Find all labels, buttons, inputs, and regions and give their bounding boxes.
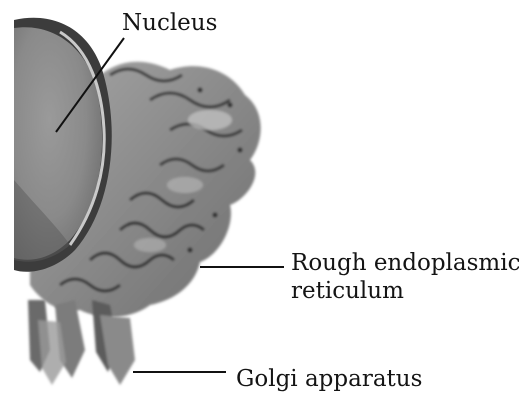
er-highlight: [167, 177, 203, 193]
ribosome-dot: [238, 148, 243, 153]
er-highlight: [188, 110, 232, 130]
cell-left-edge: [0, 0, 14, 396]
ribosome-dot: [228, 103, 233, 108]
ribosome-dot: [213, 213, 218, 218]
ribosome-dot: [188, 248, 193, 253]
rough-er-label-line1: Rough endoplasmic: [291, 250, 519, 276]
er-highlight: [134, 238, 166, 252]
ribosome-dot: [198, 88, 203, 93]
golgi-label: Golgi apparatus: [236, 366, 422, 392]
nucleus-label: Nucleus: [122, 10, 217, 36]
rough-er-label-line2: reticulum: [291, 278, 404, 304]
